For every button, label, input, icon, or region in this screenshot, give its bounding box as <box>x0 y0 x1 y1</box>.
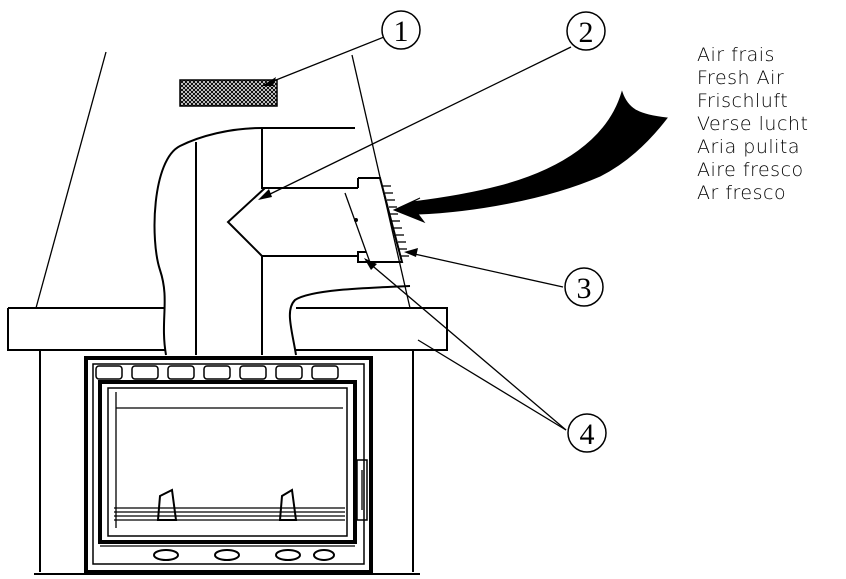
legend-line-en: Fresh Air <box>697 67 784 89</box>
fresh-air-arrow <box>392 90 668 224</box>
callout-2-label: 2 <box>579 16 594 49</box>
legend-line-pt: Ar fresco <box>697 182 786 204</box>
callout-3-label: 3 <box>577 272 592 305</box>
callout-1: 1 <box>381 10 421 50</box>
hatched-grille <box>179 79 278 107</box>
legend-line-es: Aire fresco <box>697 159 804 181</box>
callout-2: 2 <box>566 11 606 51</box>
callout-4-label: 4 <box>580 418 595 451</box>
air-inlet-grille <box>357 177 409 263</box>
callout-leaders <box>258 36 572 431</box>
callout-3: 3 <box>564 267 604 307</box>
flue-duct <box>153 127 411 356</box>
mantel-shelf <box>7 307 448 351</box>
legend-line-nl: Verse lucht <box>697 113 808 135</box>
legend-line-de: Frischluft <box>697 90 788 112</box>
callout-1-label: 1 <box>394 15 409 48</box>
callout-4: 4 <box>567 413 607 453</box>
fireplace-insert <box>34 356 420 575</box>
legend-line-fr: Air frais <box>697 44 775 66</box>
fresh-air-legend: Air frais Fresh Air Frischluft Verse luc… <box>697 44 808 204</box>
fireplace-surround <box>39 350 414 572</box>
legend-line-it: Aria pulita <box>697 136 800 158</box>
damper <box>344 192 373 269</box>
